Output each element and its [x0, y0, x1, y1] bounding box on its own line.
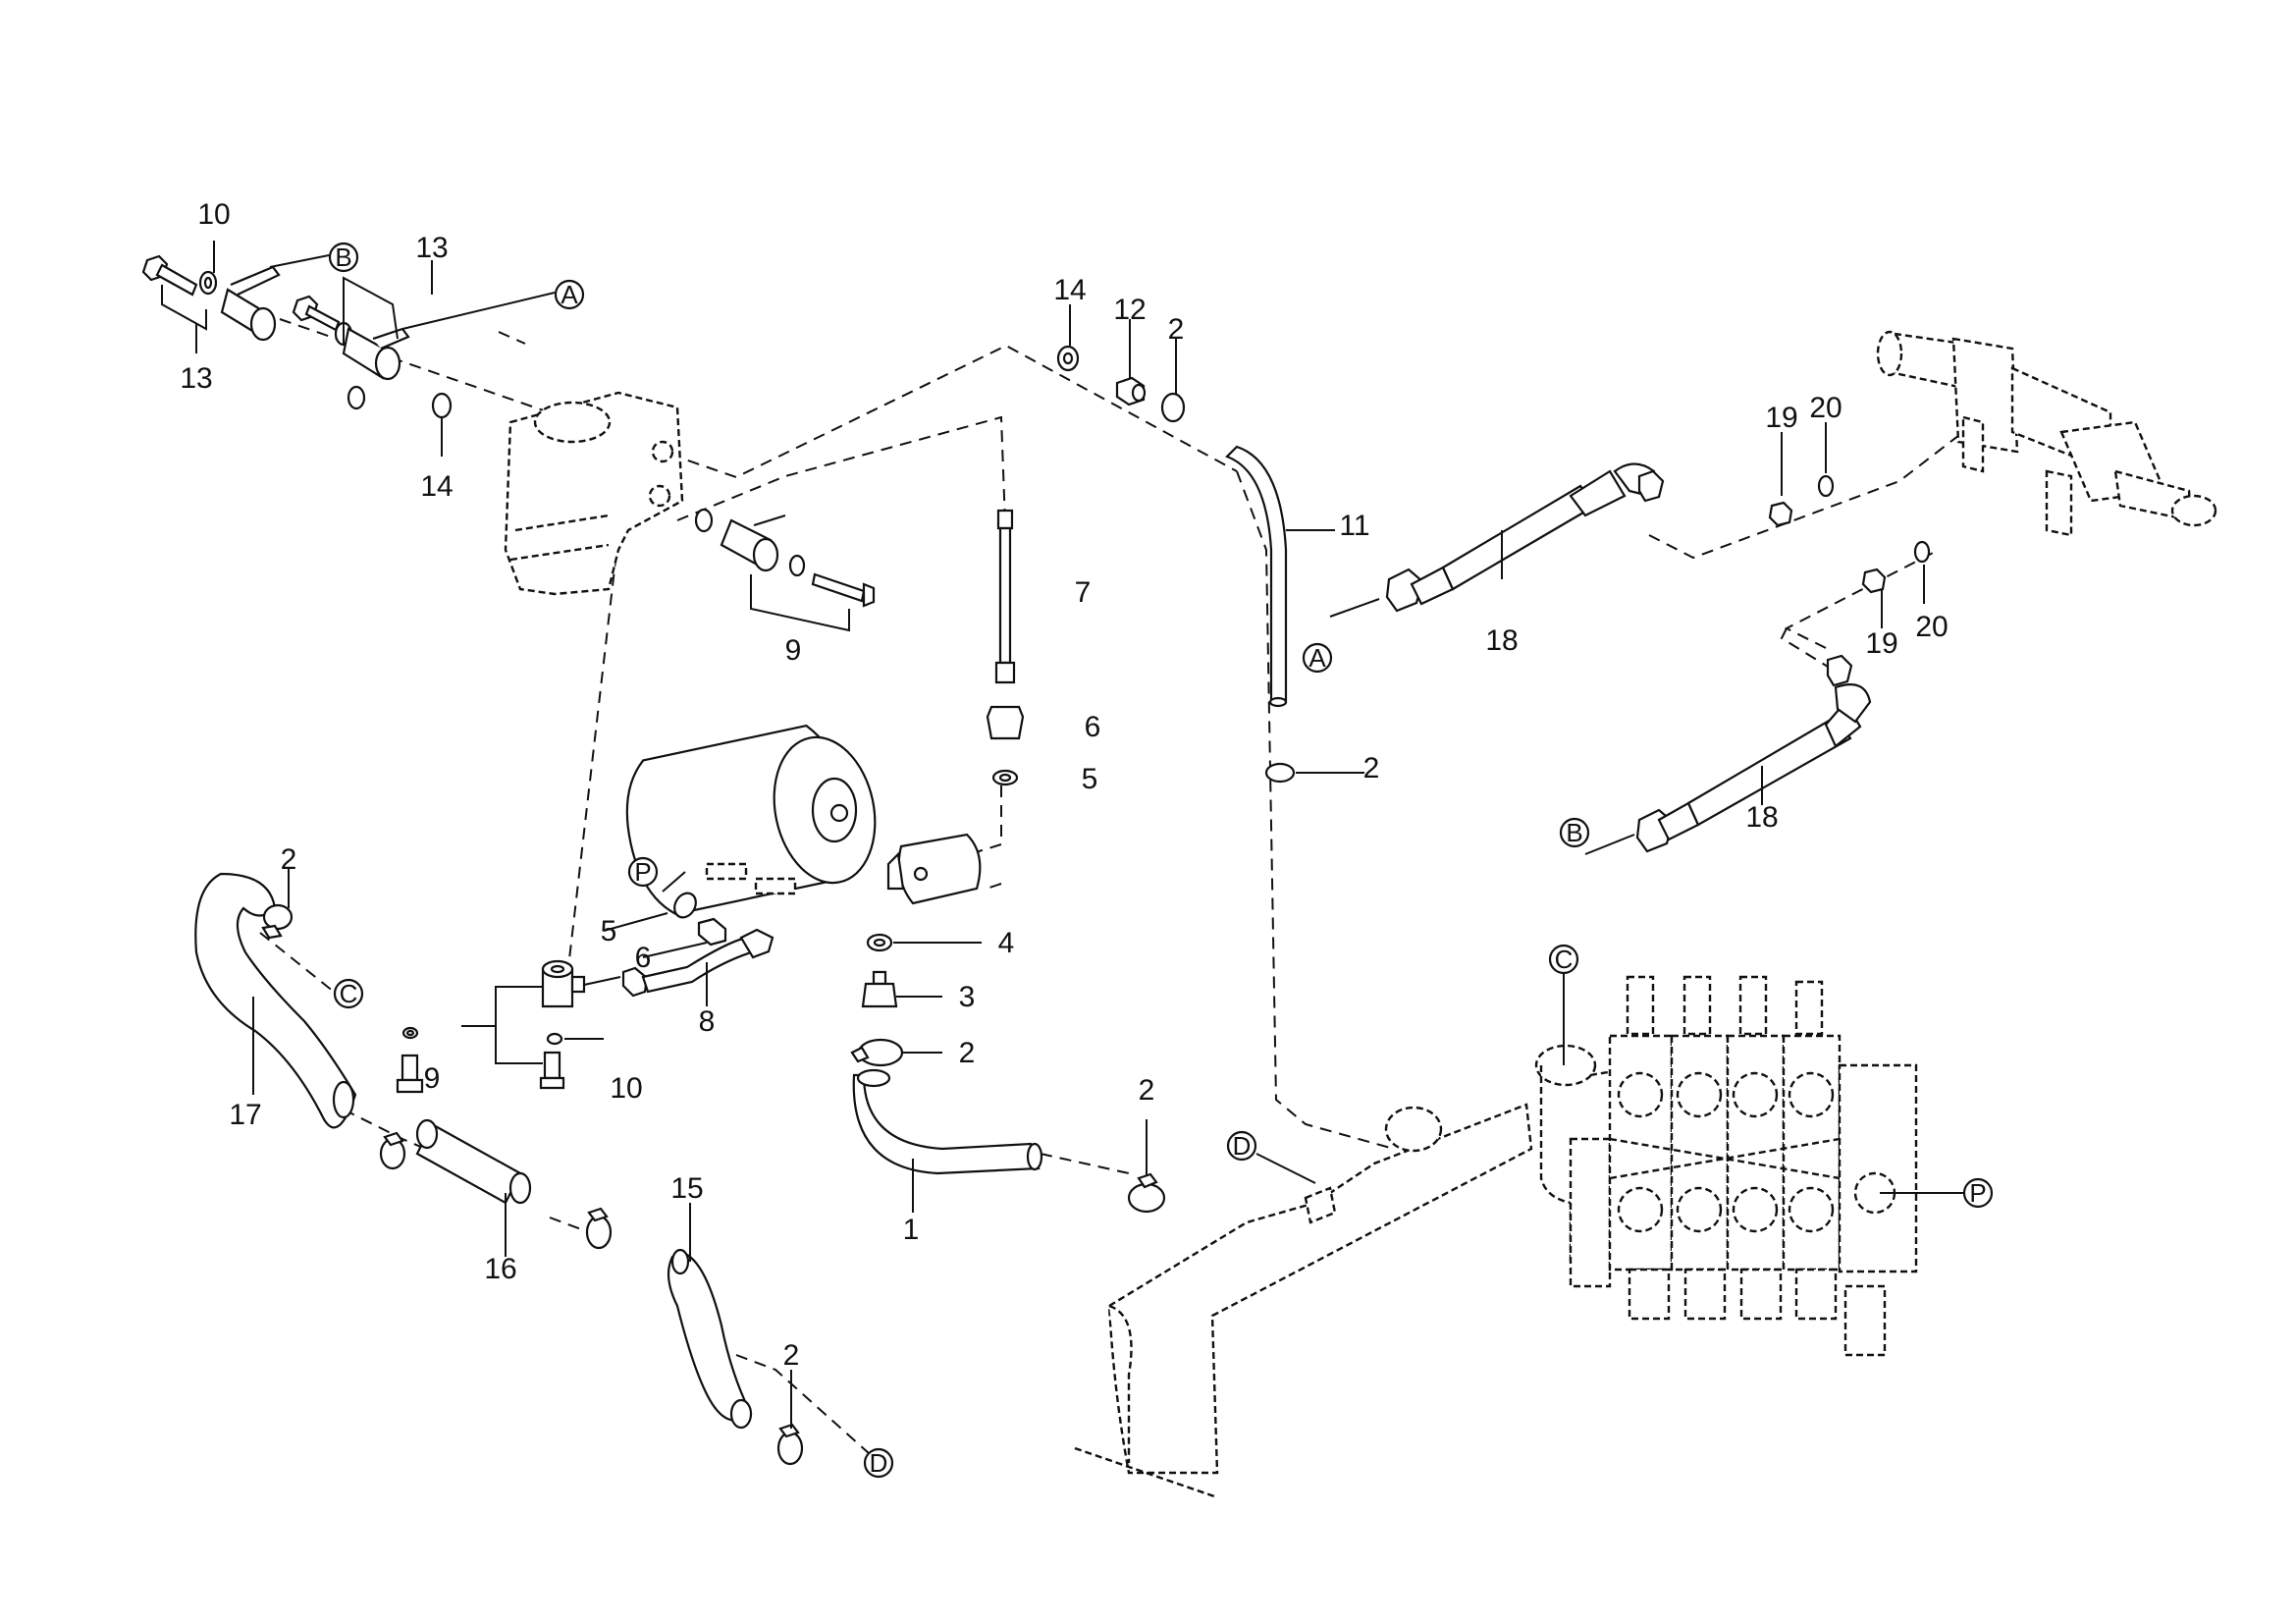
svg-text:P: P: [1969, 1178, 1986, 1208]
callout-20: 20: [1915, 611, 1948, 643]
part-callouts: 10 13 13 14 14 12 2 11 9 7 6 5 2 18 19 2…: [180, 198, 1948, 1372]
pressure-switch-housing: [886, 833, 982, 905]
hose-8-assembly: [603, 871, 774, 1006]
fitting-group-9-upper: [694, 508, 876, 632]
callout-10: 10: [610, 1072, 642, 1105]
fitting-19-upper: [1768, 432, 1793, 527]
hose-18-upper: [1329, 462, 1665, 618]
svg-text:A: A: [1308, 643, 1326, 673]
clamp-2-hose-17: [261, 869, 294, 940]
callout-2: 2: [959, 1037, 976, 1069]
callout-2: 2: [1168, 313, 1185, 346]
hose-1: [852, 1068, 1043, 1213]
clamp-2-hose-11: [1264, 762, 1364, 784]
fitting-stack-center: [850, 933, 982, 1067]
callout-5: 5: [1082, 763, 1098, 795]
filter-canister: [625, 724, 877, 916]
clamp-2-hose-1: [1127, 1119, 1166, 1214]
callout-leaders-top-left: [161, 241, 556, 457]
svg-text:B: B: [335, 243, 351, 272]
fitting-group-9-lower: [396, 959, 621, 1094]
connector-p-valve: P: [1962, 1177, 1994, 1209]
svg-text:B: B: [1566, 818, 1582, 847]
connector-a-top: A: [554, 279, 585, 310]
callout-18: 18: [1485, 624, 1518, 657]
svg-text:C: C: [1555, 945, 1574, 974]
callout-9: 9: [785, 634, 802, 667]
callout-19: 19: [1765, 402, 1797, 434]
hose-11: [1225, 445, 1335, 708]
clamp-2-hose-16: [585, 1207, 613, 1250]
connector-labels: B A A B P C D D C P: [328, 242, 1994, 1479]
connector-p-left: P: [627, 856, 659, 888]
clamp-2-hose-15: [776, 1370, 804, 1466]
callout-4: 4: [998, 927, 1015, 959]
connector-a-hose: A: [1302, 642, 1333, 674]
callout-7: 7: [1075, 576, 1092, 609]
callout-6: 6: [1085, 711, 1101, 743]
hose-15: [667, 1203, 753, 1430]
steering-cylinder: [1876, 330, 2217, 537]
callout-14: 14: [1053, 274, 1086, 306]
callout-1: 1: [903, 1214, 920, 1246]
hose-17: [194, 872, 357, 1129]
connector-c-left: C: [333, 978, 364, 1009]
banjo-fitting-b: [141, 254, 281, 342]
connector-d-bottom: D: [863, 1447, 894, 1479]
svg-text:P: P: [634, 857, 651, 887]
callout-20: 20: [1809, 392, 1842, 424]
callout-2: 2: [1139, 1074, 1155, 1107]
fitting-19-lower: [1861, 568, 1887, 628]
pipe-7-assembly: [986, 509, 1025, 786]
callout-5: 5: [601, 915, 617, 947]
callout-12: 12: [1113, 294, 1146, 326]
hose-18-lower: [1584, 654, 1872, 855]
callout-2: 2: [1363, 752, 1380, 785]
oring-20-upper: [1817, 422, 1835, 498]
callout-6: 6: [635, 942, 652, 974]
hydraulic-tank: [1074, 1103, 1533, 1499]
svg-text:D: D: [1233, 1131, 1252, 1161]
callout-17: 17: [229, 1099, 261, 1131]
svg-text:D: D: [870, 1448, 888, 1478]
connector-b-hose: B: [1559, 817, 1590, 848]
fitting-12: [1115, 319, 1147, 406]
callout-9: 9: [424, 1062, 441, 1095]
oring-20-lower: [1913, 540, 1931, 604]
svg-text:C: C: [340, 979, 358, 1008]
callout-19: 19: [1865, 627, 1897, 660]
callout-16: 16: [484, 1253, 516, 1285]
washer-14-left: [347, 385, 366, 410]
hose-16: [415, 1118, 532, 1257]
callout-3: 3: [959, 981, 976, 1013]
callout-13: 13: [415, 232, 448, 264]
callout-18: 18: [1745, 801, 1778, 834]
callout-8: 8: [699, 1005, 716, 1038]
svg-text:A: A: [561, 280, 578, 309]
callout-2: 2: [783, 1339, 800, 1372]
callout-10: 10: [197, 198, 230, 231]
connector-d-tank: D: [1226, 1130, 1257, 1162]
callout-11: 11: [1339, 510, 1369, 542]
washer-14: [431, 392, 453, 419]
washer-14-top: [1056, 304, 1080, 372]
callout-15: 15: [670, 1172, 703, 1205]
connector-c-valve: C: [1548, 944, 1579, 975]
clamp-2-left-mid: [379, 1131, 406, 1170]
connector-b-top: B: [328, 242, 359, 273]
callout-2: 2: [281, 843, 297, 876]
callout-14: 14: [420, 470, 453, 503]
banjo-fitting-a: [292, 295, 410, 381]
callout-13: 13: [180, 362, 212, 395]
steering-unit: [504, 391, 684, 596]
control-valve: [1534, 972, 1965, 1357]
clamp-2-top: [1160, 339, 1186, 423]
